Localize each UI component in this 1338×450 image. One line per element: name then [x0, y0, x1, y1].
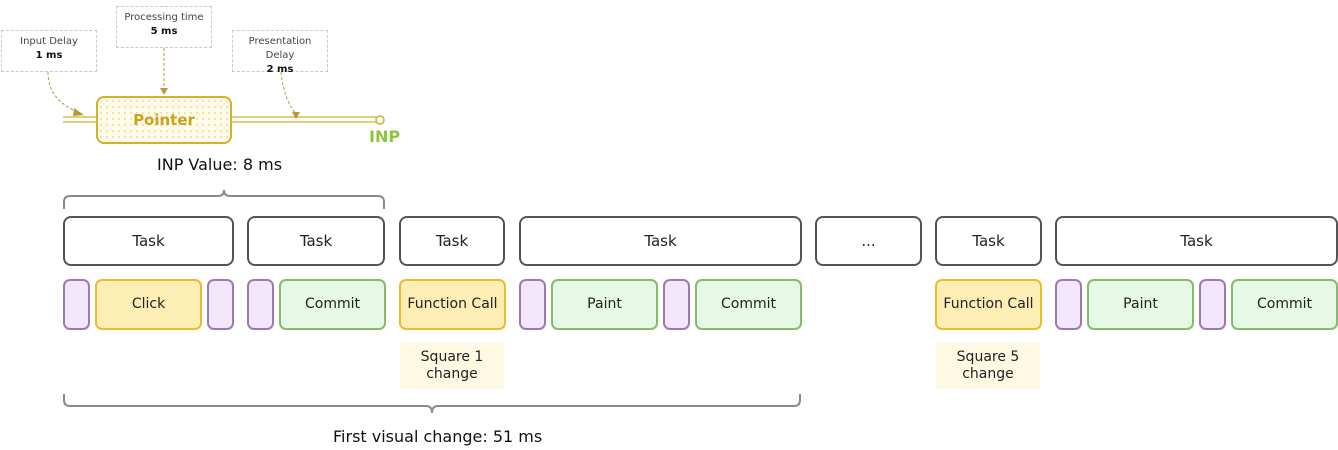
input-delay-label: Input Delay	[20, 36, 78, 47]
presentation-delay-value: 2 ms	[266, 64, 294, 75]
input-delay-note: Input Delay 1 ms	[1, 30, 97, 72]
presentation-delay-arrowhead	[292, 112, 300, 119]
processing-time-arrowhead	[160, 88, 168, 95]
purple-block	[63, 279, 90, 330]
task-box: Task	[399, 216, 505, 266]
click-block: Click	[95, 279, 202, 330]
paint-block: Paint	[1087, 279, 1194, 330]
function-call-block: Function Call	[399, 279, 506, 330]
presentation-delay-arrow	[280, 71, 297, 115]
input-delay-arrowhead	[73, 108, 84, 116]
presentation-delay-label: Presentation Delay	[248, 36, 312, 61]
task-box: Task	[247, 216, 385, 266]
task-box: Task	[519, 216, 802, 266]
processing-time-note: Processing time 5 ms	[116, 6, 212, 48]
commit-block: Commit	[1231, 279, 1338, 330]
input-delay-arrow	[47, 71, 79, 113]
commit-block: Commit	[695, 279, 802, 330]
purple-block	[1199, 279, 1226, 330]
inp-endpoint-marker	[375, 115, 385, 125]
purple-block	[519, 279, 546, 330]
purple-block	[207, 279, 234, 330]
pointer-interaction-box: Pointer	[96, 96, 232, 144]
processing-time-label: Processing time	[124, 12, 204, 23]
commit-block: Commit	[279, 279, 386, 330]
purple-block	[663, 279, 690, 330]
ellipsis-task-box: ...	[815, 216, 922, 266]
interaction-timeline	[63, 116, 376, 123]
square-change-label: Square 5 change	[936, 343, 1040, 389]
paint-block: Paint	[551, 279, 658, 330]
square-change-label: Square 1 change	[400, 343, 504, 389]
purple-block	[247, 279, 274, 330]
inp-label: INP	[369, 127, 401, 146]
first-visual-change-caption: First visual change: 51 ms	[333, 427, 543, 446]
purple-block	[1055, 279, 1082, 330]
inp-value-brace	[63, 189, 385, 209]
function-call-block: Function Call	[935, 279, 1042, 330]
presentation-delay-note: Presentation Delay 2 ms	[232, 30, 328, 75]
task-box: Task	[1055, 216, 1338, 266]
task-box: Task	[935, 216, 1042, 266]
first-visual-change-brace	[63, 394, 801, 414]
input-delay-value: 1 ms	[35, 50, 63, 61]
inp-value-caption: INP Value: 8 ms	[157, 155, 283, 174]
processing-time-value: 5 ms	[150, 26, 178, 37]
task-box: Task	[63, 216, 234, 266]
